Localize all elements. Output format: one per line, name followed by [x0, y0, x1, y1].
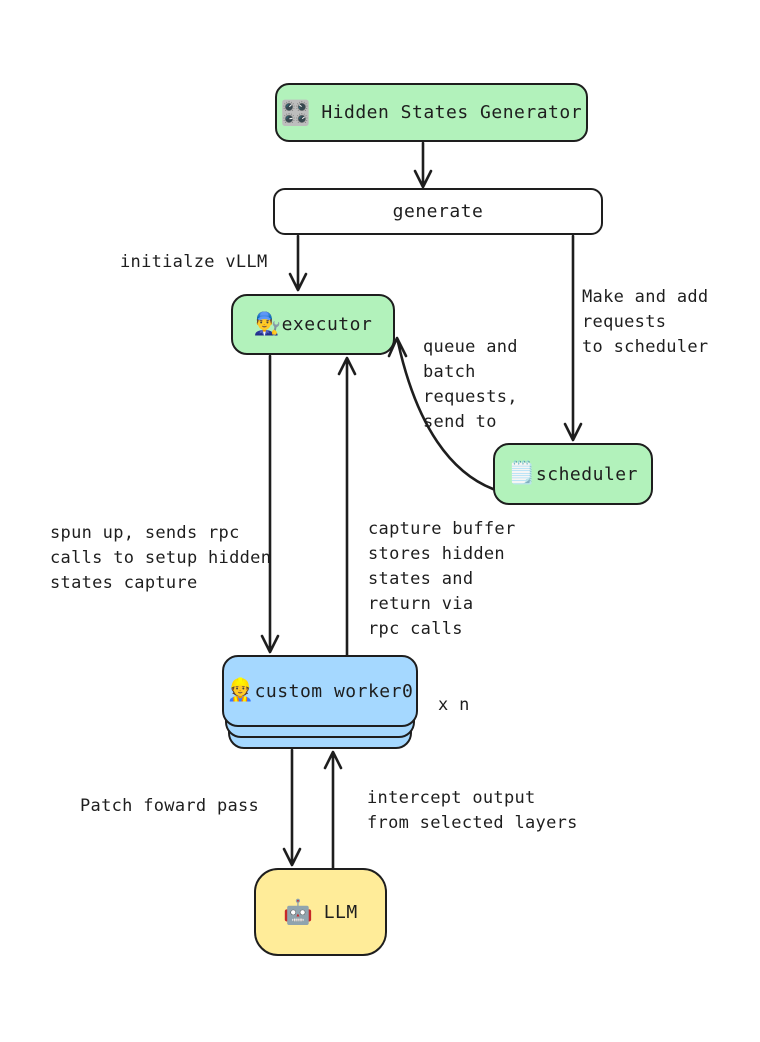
arrow-worker-to-llm [282, 748, 302, 867]
node-custom-worker-label: custom worker0 [254, 680, 414, 702]
construction-worker-icon: 👷 [226, 678, 255, 703]
node-custom-worker: 👷 custom worker0 [222, 655, 418, 727]
notepad-icon: 🗒️ [508, 461, 536, 486]
node-executor: 👨‍🔧 executor [231, 294, 395, 355]
node-scheduler-label: scheduler [535, 463, 638, 485]
label-patch-forward-pass: Patch foward pass [80, 796, 260, 816]
label-queue-batch-requests: queue and batch requests, send to [423, 337, 518, 432]
arrow-generator-to-generate [413, 141, 433, 189]
node-llm: 🤖 LLM [254, 868, 387, 956]
arrow-llm-to-worker [323, 750, 343, 870]
node-scheduler: 🗒️ scheduler [493, 443, 653, 505]
node-hidden-states-generator-label: Hidden States Generator [321, 102, 583, 123]
node-generate: generate [273, 188, 603, 235]
label-spun-up-rpc: spun up, sends rpc calls to setup hidden… [50, 523, 272, 593]
label-initialize-vllm: initialze vLLM [120, 252, 268, 272]
node-llm-label: LLM [323, 901, 358, 923]
arrow-generate-to-executor [288, 234, 308, 292]
label-make-add-requests: Make and add requests to scheduler [582, 287, 709, 357]
mechanic-icon: 👨‍🔧 [253, 311, 282, 337]
arrow-generate-to-scheduler [563, 234, 583, 442]
control-knobs-icon: 🎛️ [280, 98, 312, 127]
label-capture-buffer: capture buffer stores hidden states and … [368, 519, 516, 639]
label-intercept-output: intercept output from selected layers [367, 788, 578, 833]
label-worker-multiplier: x n [438, 695, 470, 715]
node-hidden-states-generator: 🎛️ Hidden States Generator [275, 83, 588, 142]
arrow-worker-to-executor [337, 356, 357, 657]
arrow-executor-to-worker [260, 354, 280, 654]
robot-icon: 🤖 [283, 898, 314, 926]
node-generate-label: generate [392, 201, 484, 222]
node-executor-label: executor [281, 314, 373, 335]
